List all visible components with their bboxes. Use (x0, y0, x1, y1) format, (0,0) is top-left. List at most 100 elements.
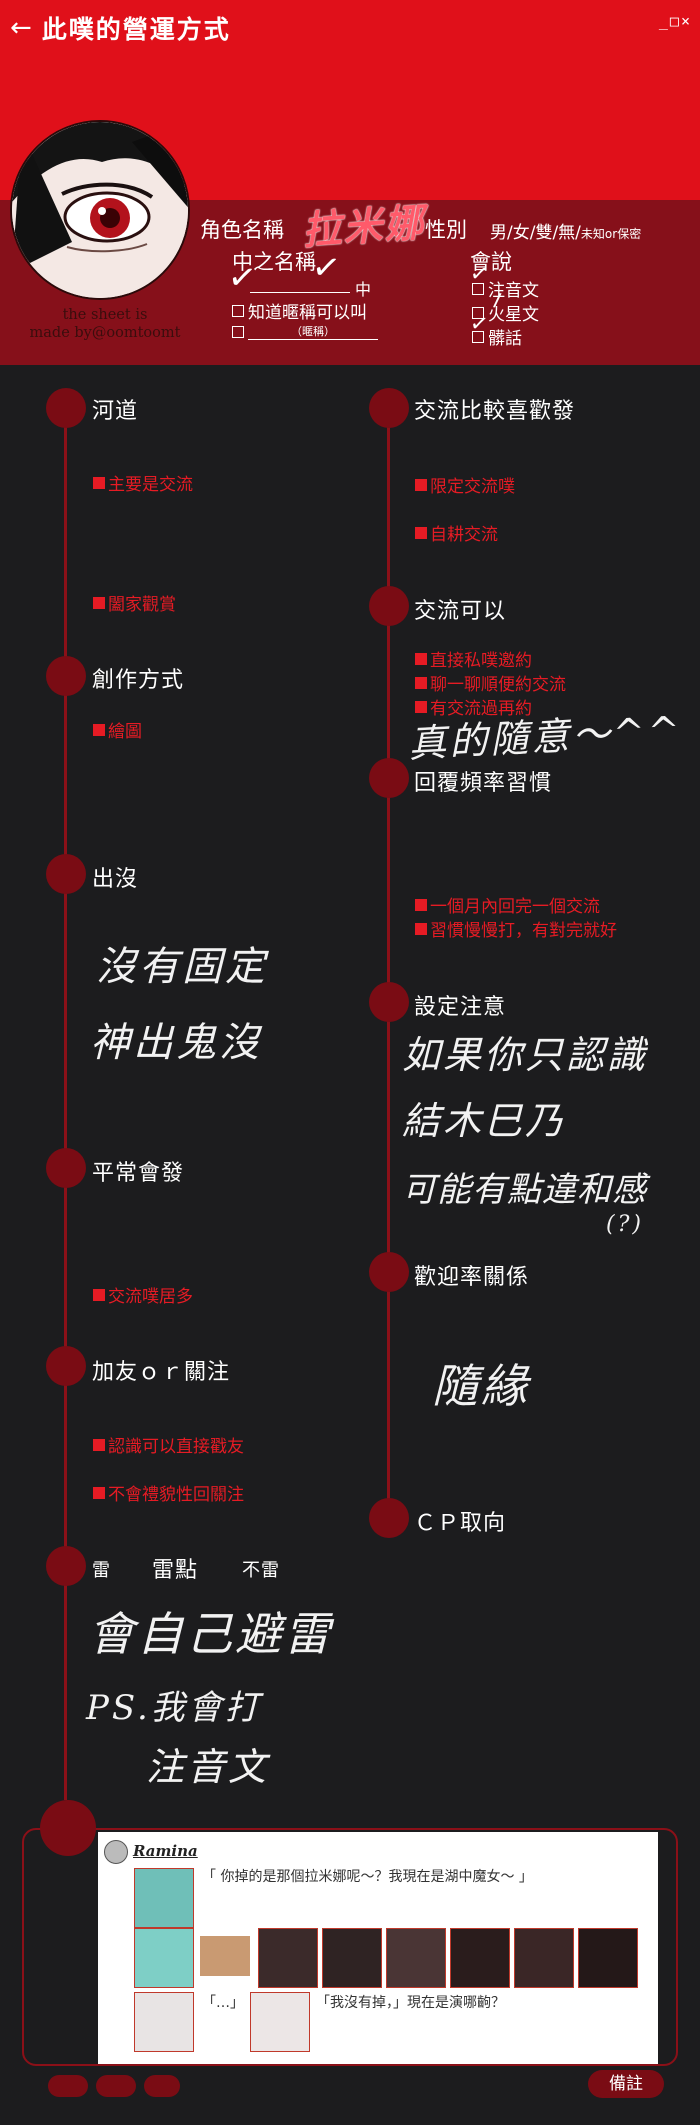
timeline-dot (46, 388, 86, 428)
checkmark-icon: ✓ (468, 310, 491, 339)
footer-pill[interactable] (96, 2075, 136, 2097)
chat-message: 「 你掉的是那個拉米娜呢～？我現在是湖中魔女～ 」 (202, 1869, 533, 1885)
checkbox-icon[interactable] (232, 304, 244, 317)
timeline-dot (46, 1346, 86, 1386)
credit-line: made by@oomtoomt (29, 325, 181, 341)
speak-option-martian[interactable]: 火星文 (472, 300, 539, 325)
list-item-text: 主要是交流 (108, 475, 193, 495)
checkbox-icon[interactable] (472, 282, 484, 295)
zhong-blank-line (250, 292, 350, 293)
bullet-icon (93, 1288, 105, 1301)
nickname-hint: （暱稱） (248, 324, 378, 340)
handwriting-text: PS.我會打 (86, 1688, 262, 1728)
character-thumbnail (386, 1928, 446, 1988)
list-item: 一個月內回完一個交流 (415, 892, 600, 917)
handwriting-text: 可能有點違和感 (402, 1170, 647, 1210)
section-title-welcome: 歡迎率關係 (414, 1265, 530, 1290)
list-item-text: 一個月內回完一個交流 (430, 897, 600, 917)
character-thumbnail (450, 1928, 510, 1988)
section-title-not-lei: 不雷 (242, 1560, 280, 1581)
character-thumbnail (514, 1928, 574, 1988)
gender-label: 性別 (425, 218, 467, 242)
section-title-usual: 平常會發 (92, 1161, 185, 1186)
section-title-friend: 加友ｏｒ關注 (92, 1360, 231, 1385)
list-item-text: 直接私噗邀約 (430, 651, 532, 671)
list-item-text: 不會禮貌性回關注 (108, 1485, 244, 1505)
list-item: 直接私噗邀約 (415, 646, 532, 671)
note-button[interactable]: 備註 (588, 2070, 664, 2098)
back-arrow-icon[interactable]: ← (10, 13, 32, 43)
section-title-appear: 出沒 (92, 867, 139, 892)
footer-pill[interactable] (48, 2075, 88, 2097)
hand-image (200, 1936, 250, 1976)
speak-option-label: 注音文 (488, 281, 539, 301)
checkmark-icon: ✓ (225, 256, 260, 300)
list-item-text: 限定交流噗 (430, 477, 515, 497)
list-item-text: 習慣慢慢打，有對完就好 (430, 921, 617, 941)
checkbox-icon[interactable] (472, 306, 484, 319)
character-thumbnail (250, 1992, 310, 2052)
list-item: 認識可以直接戳友 (93, 1432, 244, 1457)
timeline-dot (369, 1498, 409, 1538)
nickname-option-label: 知道暱稱可以叫 (248, 303, 367, 323)
chat-screenshot: Ramina 「 你掉的是那個拉米娜呢～？我現在是湖中魔女～ 」 「…」 「我沒… (98, 1832, 658, 2064)
section-title-ok: 交流可以 (414, 599, 507, 624)
zhong-suffix: 中 (355, 280, 372, 299)
nickname-option[interactable]: 知道暱稱可以叫 (232, 298, 367, 323)
speak-option-swear[interactable]: 髒話 (472, 324, 522, 349)
section-title-cp: ＣＰ取向 (414, 1511, 507, 1536)
list-item: 不會禮貌性回關注 (93, 1480, 244, 1505)
timeline-dot (46, 1546, 86, 1586)
checkbox-icon[interactable] (232, 326, 244, 338)
left-timeline-line (64, 405, 67, 1800)
timeline-dot (369, 1252, 409, 1292)
handwriting-text: 神出鬼沒 (90, 1020, 262, 1066)
list-item: 自耕交流 (415, 520, 498, 545)
chat-username: Ramina (133, 1842, 198, 1860)
timeline-dot (369, 586, 409, 626)
nickname-field[interactable]: （暱稱） (232, 324, 378, 340)
bullet-icon (415, 700, 427, 713)
section-title-lei-points: 雷點 (152, 1558, 199, 1583)
handwriting-text: (?) (606, 1212, 644, 1237)
checkmark-icon: ✓ (468, 260, 491, 289)
character-thumbnail (134, 1868, 194, 1928)
list-item: 主要是交流 (93, 470, 193, 495)
handwriting-text: 沒有固定 (96, 944, 268, 990)
section-title-lei: 雷 (92, 1560, 111, 1581)
list-item: 限定交流噗 (415, 472, 515, 497)
gender-options: 男/女/雙/無/未知or保密 (490, 218, 641, 243)
checkmark-icon: ✓ (309, 246, 344, 290)
list-item: 交流噗居多 (93, 1282, 193, 1307)
timeline-dot (46, 854, 86, 894)
timeline-dot (46, 1148, 86, 1188)
bullet-icon (415, 526, 427, 539)
credit-text: the sheet is made by@oomtoomt (10, 306, 200, 342)
character-thumbnail (258, 1928, 318, 1988)
list-item: 有交流過再約 (415, 694, 532, 719)
bullet-icon (415, 898, 427, 911)
speak-option-label: 髒話 (488, 329, 522, 349)
character-thumbnail (134, 1928, 194, 1988)
list-item-text: 聊一聊順便約交流 (430, 675, 566, 695)
list-item-text: 有交流過再約 (430, 699, 532, 719)
chat-message: 「我沒有掉，」現在是演哪齣？ (316, 1995, 505, 2011)
speak-option-zhuyin[interactable]: 注音文 (472, 276, 539, 301)
checkbox-icon[interactable] (472, 330, 484, 343)
list-item: 聊一聊順便約交流 (415, 670, 566, 695)
bullet-icon (415, 676, 427, 689)
handwriting-text: 如果你只認識 (402, 1033, 649, 1077)
section-title-setting: 設定注意 (414, 995, 507, 1020)
list-item-text: 闔家觀賞 (108, 595, 176, 615)
timeline-dot (46, 656, 86, 696)
timeline-dot (369, 388, 409, 428)
title-bar: ← 此噗的營運方式 (10, 10, 231, 46)
timeline-dot (369, 982, 409, 1022)
list-item-text: 自耕交流 (430, 525, 498, 545)
character-avatar (10, 120, 190, 300)
bullet-icon (93, 1486, 105, 1499)
footer-pill[interactable] (144, 2075, 180, 2097)
zhong-label: 中之名稱 (232, 250, 316, 274)
gender-options-text: 男/女/雙/無/ (490, 223, 581, 243)
window-controls[interactable]: _□× (658, 12, 692, 30)
